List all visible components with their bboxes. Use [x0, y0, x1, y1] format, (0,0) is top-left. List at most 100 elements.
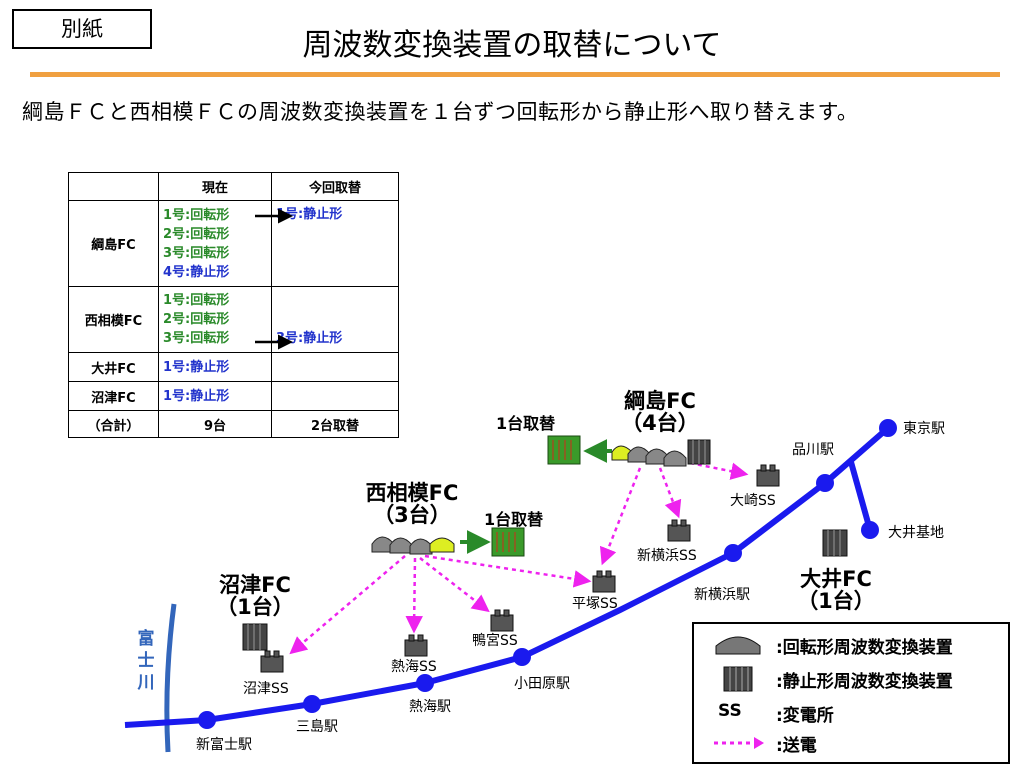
rotary-converter-icon: [389, 537, 413, 554]
station-shinagawa-label: 品川駅: [792, 442, 834, 458]
tsunashima-rotary-converters: [611, 445, 687, 467]
substation-hiratsuka-icon: [592, 570, 616, 593]
rotary-converter-icon: [663, 450, 687, 467]
substation-atami-label: 熱海SS: [391, 659, 437, 675]
station-shin-fuji-label: 新富士駅: [196, 737, 252, 753]
fc-tsunashima-count: （4台）: [621, 411, 699, 435]
fc-numazu-name: 沼津FC: [219, 573, 291, 597]
oi-static-converter: [822, 529, 848, 557]
station-mishima-dot: [303, 695, 321, 713]
numazu-static-converter: [242, 623, 268, 651]
nishisagami-new-static: [491, 527, 525, 557]
legend-ss-text: :変電所: [776, 706, 834, 726]
unit-rotary: 3号:回転形: [163, 245, 230, 261]
row-name: 沼津FC: [68, 381, 159, 411]
page-title: 周波数変換装置の取替について: [302, 28, 722, 63]
fc-numazu-label: 沼津FC（1台）: [205, 574, 305, 618]
table-row: 綱島FC 1号:回転形 2号:回転形 3号:回転形 4号:静止形 1号:静止形: [68, 200, 399, 287]
unit-rotary: 1号:回転形: [163, 293, 230, 308]
legend-rotary: :回転形周波数変換装置: [694, 630, 1008, 660]
row-replace: 2台取替: [271, 410, 399, 438]
transmission-arrow: [599, 467, 642, 566]
fc-oi-count: （1台）: [797, 589, 875, 613]
tsunashima-static-converter: [687, 439, 711, 465]
substation-kamomiya-icon: [490, 609, 514, 632]
transmission-arrow: [658, 467, 682, 519]
table-header-row: 現在 今回取替: [68, 172, 399, 201]
transmission-arrow: [419, 557, 490, 613]
row-now: 1号:静止形: [158, 381, 272, 411]
station-shin-yokohama-label: 新横浜駅: [694, 587, 750, 603]
table-row: 沼津FC 1号:静止形: [68, 381, 399, 411]
row-name: （合計）: [68, 410, 159, 438]
substation-osaki-icon: [756, 464, 780, 487]
unit-static: 1号:静止形: [163, 388, 230, 404]
fc-nishisagami-label: 西相模FC（3台）: [352, 482, 472, 526]
station-atami-dot: [416, 674, 434, 692]
substation-osaki-label: 大崎SS: [730, 493, 776, 509]
nishisagami-rotary-converters: [371, 536, 455, 555]
page-subtitle: 綱島ＦＣと西相模ＦＣの周波数変換装置を１台ずつ回転形から静止形へ取り替えます。: [22, 100, 859, 124]
fc-tsunashima-name: 綱島FC: [624, 389, 696, 413]
substation-hiratsuka-label: 平塚SS: [572, 596, 618, 612]
station-tokyo-dot: [879, 419, 897, 437]
legend-transmission: :送電: [694, 728, 1008, 758]
substation-numazu-icon: [260, 650, 284, 673]
transmission-arrow: [689, 461, 749, 480]
rotary-converter-icon: [409, 538, 433, 555]
transmission-arrow: [289, 555, 406, 655]
legend-static: :静止形周波数変換装置: [694, 664, 1008, 694]
station-shinagawa-dot: [816, 474, 834, 492]
legend-static-text: :静止形周波数変換装置: [776, 672, 953, 692]
legend-transmission-text: :送電: [776, 736, 817, 756]
table-total-row: （合計） 9台 2台取替: [68, 410, 399, 438]
static-converter-icon: [242, 623, 268, 651]
station-odawara-dot: [513, 648, 531, 666]
transmission-arrow-icon: [714, 737, 764, 749]
fc-tsunashima-label: 綱島FC（4台）: [612, 390, 708, 434]
legend: :回転形周波数変換装置 :静止形周波数変換装置 SS :変電所 :送電: [692, 622, 1010, 764]
substation-shin-yokohama-icon: [667, 519, 691, 542]
tsunashima-replace-label: 1台取替: [496, 414, 556, 433]
attachment-label: 別紙: [61, 17, 103, 41]
row-now: 9台: [158, 410, 272, 438]
header-cell-now: 現在: [158, 172, 272, 201]
unit-static: 4号:静止形: [163, 264, 230, 280]
unit-rotary: 2号:回転形: [163, 226, 230, 242]
row-now: 1号:回転形 2号:回転形 3号:回転形 4号:静止形: [158, 200, 272, 287]
station-oi-depot-dot: [861, 521, 879, 539]
row-now: 1号:回転形 2号:回転形 3号:回転形: [158, 286, 272, 353]
station-oi-depot-label: 大井基地: [888, 525, 944, 541]
substation-kamomiya-label: 鴨宮SS: [472, 633, 518, 649]
row-name: 綱島FC: [68, 200, 159, 287]
fc-nishisagami-name: 西相模FC: [365, 481, 459, 505]
station-shin-yokohama-dot: [724, 544, 742, 562]
unit-rotary: 2号:回転形: [163, 312, 230, 327]
unit-static: 1号:静止形: [163, 359, 230, 375]
fc-nishisagami-count: （3台）: [373, 503, 451, 527]
row-now: 1号:静止形: [158, 352, 272, 382]
station-odawara-label: 小田原駅: [514, 676, 570, 692]
unit-rotary: 3号:回転形: [163, 331, 230, 346]
fc-oi-label: 大井FC（1台）: [786, 568, 886, 612]
rotary-converter-icon: [429, 537, 455, 553]
station-atami-label: 熱海駅: [409, 699, 451, 715]
nishisagami-replace-label: 1台取替: [484, 510, 544, 529]
station-mishima-label: 三島駅: [296, 719, 338, 735]
static-converter-icon: [723, 666, 753, 692]
rotary-converter-icon: [715, 636, 761, 655]
unit-rotary: 1号:回転形: [163, 207, 230, 223]
substation-numazu-label: 沼津SS: [243, 681, 289, 697]
station-shin-fuji-dot: [198, 711, 216, 729]
substation-atami-icon: [404, 634, 428, 657]
legend-ss-symbol: SS: [718, 701, 742, 721]
static-converter-icon: [822, 529, 848, 557]
river-label: 富士川: [137, 629, 155, 693]
legend-rotary-text: :回転形周波数変換装置: [776, 638, 953, 658]
fc-oi-name: 大井FC: [800, 567, 872, 591]
fc-table: 現在 今回取替 綱島FC 1号:回転形 2号:回転形 3号:回転形 4号:静止形…: [68, 172, 399, 438]
station-tokyo-label: 東京駅: [903, 421, 945, 437]
river-line: [164, 603, 177, 753]
title-divider: [30, 72, 1000, 77]
